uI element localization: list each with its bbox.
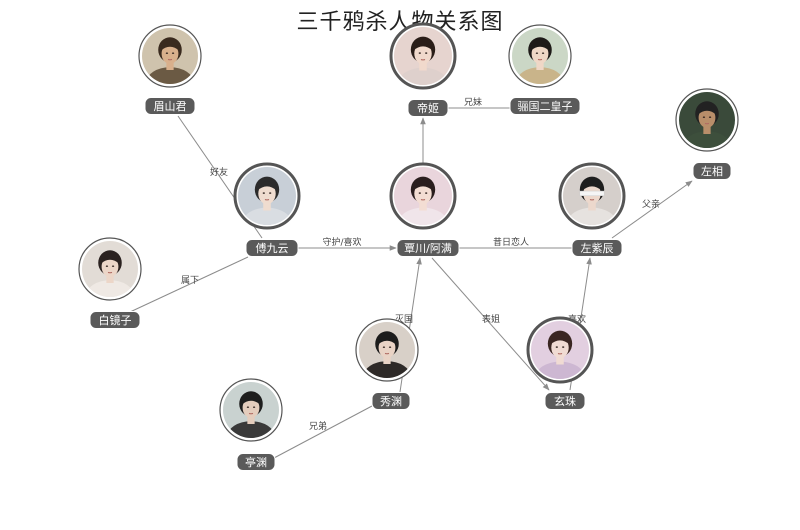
node-name-baijingzi: 白镜子 [99, 313, 132, 327]
node-liguo[interactable]: 骊国二皇子 [508, 24, 581, 115]
edge-label-zhuanchuan-zuozichen: 昔日恋人 [493, 236, 529, 248]
portrait-meishanjun [142, 28, 198, 84]
edge-zuozichen-zuoxiang [611, 180, 693, 239]
edge-tingyuan-xiuyuan [273, 405, 373, 459]
node-name-zhuanchuan: 覃川/阿满 [404, 242, 452, 255]
portrait-zuozichen [563, 167, 621, 225]
node-label-pill-diji [407, 99, 449, 117]
node-name-liguo: 骊国二皇子 [518, 99, 573, 113]
portrait-zhuanchuan [394, 167, 452, 225]
portrait-diji [394, 27, 452, 85]
edge-label-zhuanchuan-xuanzhu: 表姐 [482, 313, 500, 325]
edge-fujiuyun-baijingzi [129, 256, 249, 313]
portrait-tingyuan [223, 382, 279, 438]
edge-zhuanchuan-xuanzhu [431, 257, 550, 391]
edge-label-zuozichen-zuoxiang: 父亲 [642, 198, 660, 210]
node-label-pill-zhuanchuan [396, 239, 460, 257]
node-name-zuoxiang: 左相 [701, 165, 723, 178]
node-fujiuyun[interactable]: 傅九云 [233, 162, 301, 257]
node-label-pill-meishanjun [144, 97, 196, 115]
edge-label-meishanjun-fujiuyun: 好友 [210, 166, 228, 178]
edge-label-diji-liguo: 兄妹 [464, 96, 482, 108]
node-meishanjun[interactable]: 眉山君 [138, 24, 202, 115]
portrait-xuanzhu [531, 321, 589, 379]
node-zhuanchuan[interactable]: 覃川/阿满 [389, 162, 460, 257]
node-baijingzi[interactable]: 白镜子 [78, 237, 142, 329]
edge-label-tingyuan-xiuyuan: 兄弟 [309, 420, 327, 432]
edge-label-xiuyuan-zhuanchuan: 灭国 [395, 314, 413, 325]
node-label-pill-baijingzi [89, 311, 141, 329]
edge-label-fujiuyun-baijingzi: 属下 [181, 275, 199, 286]
node-zuozichen[interactable]: 左紫辰 [558, 162, 626, 257]
node-label-pill-xiuyuan [371, 392, 411, 410]
node-label-pill-zuozichen [571, 239, 623, 257]
portrait-xiuyuan [359, 322, 415, 378]
portrait-baijingzi [82, 241, 138, 297]
node-name-zuozichen: 左紫辰 [581, 242, 614, 255]
node-name-fujiuyun: 傅九云 [256, 241, 289, 255]
node-name-meishanjun: 眉山君 [154, 100, 187, 113]
portrait-zuoxiang [679, 92, 735, 148]
node-name-tingyuan: 亭渊 [245, 455, 267, 469]
portrait-fujiuyun [238, 167, 296, 225]
edge-label-fujiuyun-zhuanchuan: 守护/喜欢 [322, 236, 361, 248]
node-label-pill-liguo [509, 97, 581, 115]
diagram-title: 三千鸦杀人物关系图 [296, 10, 504, 35]
node-zuoxiang[interactable]: 左相 [675, 88, 739, 180]
node-name-xuanzhu: 玄珠 [554, 394, 576, 408]
node-label-pill-zuoxiang [692, 162, 732, 180]
node-name-diji: 帝姬 [417, 101, 439, 115]
node-label-pill-fujiuyun [245, 239, 299, 257]
node-diji[interactable]: 帝姬 [389, 22, 457, 117]
node-label-pill-xuanzhu [544, 392, 586, 410]
portrait-liguo [512, 28, 568, 84]
node-label-pill-tingyuan [236, 453, 276, 471]
node-xuanzhu[interactable]: 玄珠 [526, 316, 594, 410]
node-xiuyuan[interactable]: 秀渊 [355, 318, 419, 410]
node-tingyuan[interactable]: 亭渊 [219, 378, 283, 471]
node-name-xiuyuan: 秀渊 [380, 395, 402, 408]
